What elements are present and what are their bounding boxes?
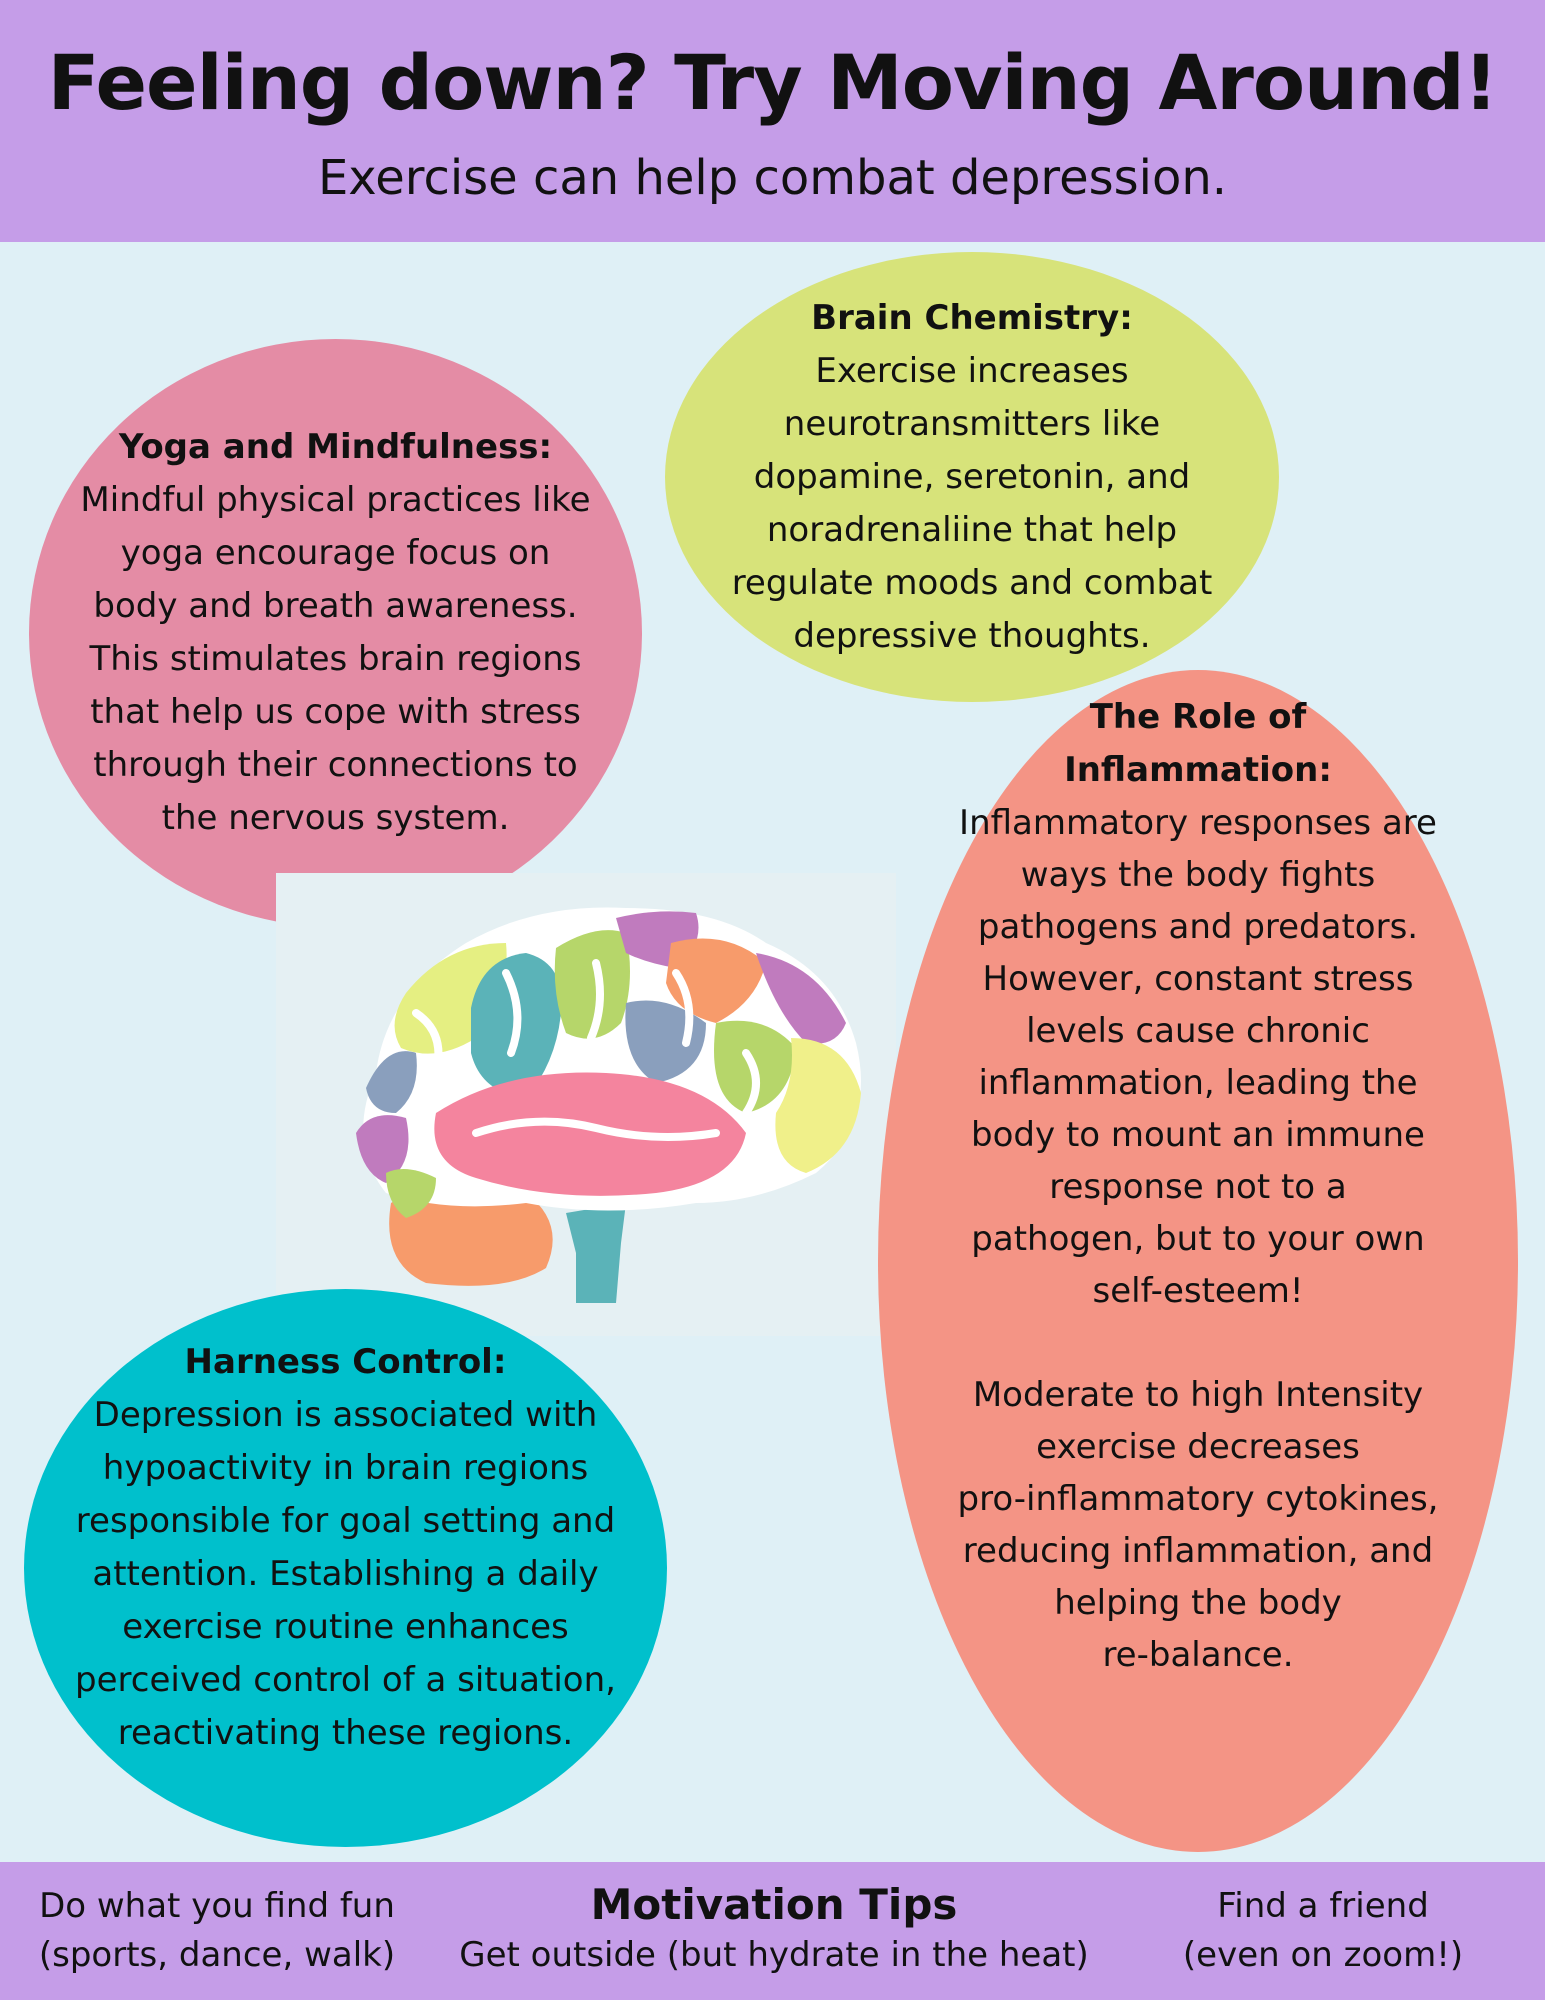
harness-text: Depression is associated with hypoactivi… bbox=[75, 1395, 616, 1753]
tip-get-outside: Get outside (but hydrate in the heat) bbox=[459, 1935, 1089, 1975]
page-subtitle: Exercise can help combat depression. bbox=[317, 150, 1228, 206]
chemistry-heading: Brain Chemistry: bbox=[811, 297, 1133, 338]
motivation-tips-title: Motivation Tips bbox=[590, 1880, 958, 1929]
inflammation-heading: The Role of Inflammation: bbox=[1064, 697, 1332, 790]
chemistry-text: Exercise increases neurotransmitters lik… bbox=[731, 350, 1213, 656]
inflammation-text: Inflammatory responses are ways the body… bbox=[957, 803, 1439, 1675]
brain-illustration bbox=[276, 873, 896, 1336]
yoga-mindfulness-bubble: Yoga and Mindfulness: Mindful physical p… bbox=[29, 339, 642, 927]
yoga-text: Mindful physical practices like yoga enc… bbox=[80, 480, 591, 838]
inflammation-bubble: The Role of Inflammation: Inflammatory r… bbox=[878, 670, 1518, 1852]
brain-chemistry-bubble: Brain Chemistry: Exercise increases neur… bbox=[665, 252, 1279, 702]
harness-control-bubble: Harness Control: Depression is associate… bbox=[24, 1289, 667, 1847]
header-banner: Feeling down? Try Moving Around! Exercis… bbox=[0, 0, 1545, 242]
harness-heading: Harness Control: bbox=[184, 1342, 507, 1382]
page-title: Feeling down? Try Moving Around! bbox=[47, 38, 1499, 127]
brain-icon bbox=[356, 907, 861, 1303]
tip-find-friend: Find a friend (even on zoom!) bbox=[1182, 1886, 1464, 1975]
motivation-tips-footer: Do what you find fun (sports, dance, wal… bbox=[0, 1862, 1545, 2000]
yoga-heading: Yoga and Mindfulness: bbox=[118, 427, 553, 467]
tip-have-fun: Do what you find fun (sports, dance, wal… bbox=[38, 1886, 396, 1975]
